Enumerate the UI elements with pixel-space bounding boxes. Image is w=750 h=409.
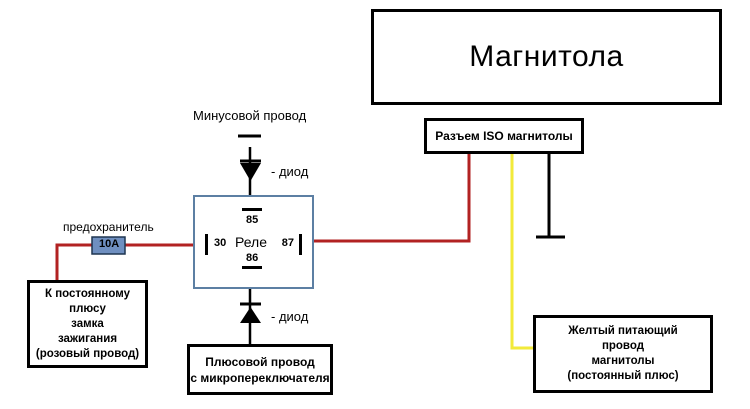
yellow-wire-line-3: магнитолы [591,355,655,367]
fuse-rating: 10A [99,238,120,250]
minus-wire-label: Минусовой провод [193,108,307,123]
headunit-box: Магнитола [371,9,722,105]
iso-connector-label: Разъем ISO магнитолы [435,129,573,143]
relay-contact-87-bar [299,234,302,255]
diode-bottom-triangle [240,307,261,323]
fuse-body [91,236,126,255]
yellow-wire-line-1: Желтый питающий [568,325,678,337]
relay-box: 85 86 30 87 Реле [193,195,314,289]
relay-contact-85-bar [242,208,262,211]
headunit-label: Магнитола [469,40,624,73]
yellow-wire-box: Желтый питающий провод магнитолы (постоя… [533,315,713,393]
ignition-line-2: плюсу [69,302,106,315]
diode-bottom-label: - диод [271,309,309,324]
iso-connector-box: Разъем ISO магнитолы [424,118,584,154]
fuse-caption: предохранитель [63,220,154,234]
wire-relay87-to-iso [314,154,471,243]
plus-wire-box: Плюсовой провод с микропереключателя [187,344,333,395]
ignition-line-5: (розовый провод) [35,347,140,360]
relay-pin-86: 86 [246,252,259,264]
yellow-wire-line-4: (постоянный плюс) [567,370,679,382]
relay-pin-87: 87 [281,237,294,249]
relay-contact-30-bar [205,234,208,255]
ignition-line-3: замка [71,317,104,330]
diode-top-triangle [240,163,261,181]
relay-label: Реле [235,234,267,250]
diode-top-label: - диод [271,164,309,179]
relay-contact-86-bar [242,266,262,269]
plus-wire-line-2: с микропереключателя [190,370,330,385]
yellow-wire-line-2: провод [601,340,645,352]
ignition-box: К постоянному плюсу замка зажигания (роз… [27,280,148,368]
wire-yellow [510,154,533,350]
ignition-line-1: К постоянному [44,287,130,300]
plus-wire-line-1: Плюсовой провод [205,354,315,369]
relay-pin-30: 30 [214,237,227,249]
relay-pin-85: 85 [246,214,259,226]
ignition-line-4: зажигания [57,332,118,345]
wire-ignition-to-fuse [55,243,92,281]
